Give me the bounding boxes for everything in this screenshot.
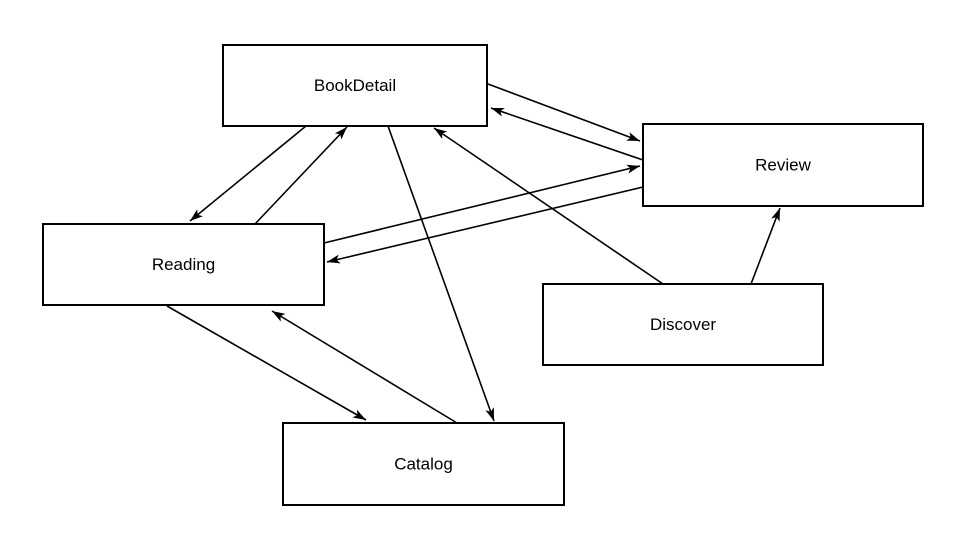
edge-bookdetail-to-reading [189, 125, 307, 222]
node-review-label: Review [755, 156, 811, 175]
node-review-box[interactable] [641, 122, 925, 208]
edge-bookdetail-to-review [487, 83, 641, 142]
node-reading[interactable]: Reading [41, 222, 326, 307]
edge-review-to-bookdetail [490, 107, 644, 161]
node-bookdetail-box[interactable] [221, 43, 489, 128]
edge-discover-to-review [750, 207, 781, 285]
node-bookdetail[interactable]: BookDetail [221, 43, 489, 128]
node-bookdetail-label: BookDetail [314, 76, 396, 95]
node-reading-label: Reading [152, 255, 215, 274]
edges-layer [166, 83, 781, 424]
node-discover[interactable]: Discover [541, 282, 825, 367]
node-catalog-label: Catalog [394, 455, 453, 474]
node-review[interactable]: Review [641, 122, 925, 208]
edge-review-to-reading [326, 186, 644, 264]
node-discover-label: Discover [650, 315, 716, 334]
edge-bookdetail-to-catalog [387, 125, 495, 422]
edge-reading-to-catalog [166, 305, 367, 421]
edge-reading-to-bookdetail [254, 126, 348, 225]
node-discover-box[interactable] [541, 282, 825, 367]
edge-reading-to-review [323, 164, 641, 244]
edge-catalog-to-reading [271, 310, 458, 424]
node-catalog-box[interactable] [281, 421, 566, 507]
node-reading-box[interactable] [41, 222, 326, 307]
edge-discover-to-bookdetail [433, 127, 664, 285]
node-catalog[interactable]: Catalog [281, 421, 566, 507]
